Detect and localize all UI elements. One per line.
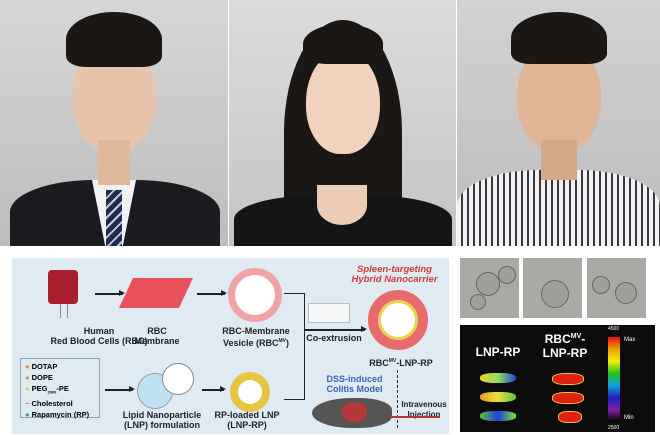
arrow <box>105 386 135 392</box>
legend-dope: ● DOPE <box>25 373 53 382</box>
colon-image <box>552 373 584 385</box>
colon-image <box>480 392 516 402</box>
tem-image-3 <box>587 258 646 318</box>
portrait-1 <box>0 0 228 246</box>
arrow <box>197 290 227 296</box>
rp-lnp-icon <box>230 372 270 412</box>
color-scale-bar <box>608 337 620 422</box>
arrow <box>95 290 125 296</box>
necktie <box>106 190 122 246</box>
label-coextrusion: Co-extrusion <box>306 333 362 343</box>
legend-cholesterol: ~ Cholesterol <box>25 398 73 408</box>
vesicle-icon <box>228 268 282 322</box>
scale-max-value: 4500 <box>608 326 620 332</box>
legend-peg: ● PEG2000-PE <box>25 384 69 395</box>
zoom-circle-icon <box>162 363 194 395</box>
label-rbcmv-lnp-rp: RBCMV-LNP-RP <box>542 332 588 360</box>
label-rbc-membrane: RBC Membrane <box>134 326 180 346</box>
colon-image <box>552 392 584 404</box>
tem-image-2 <box>523 258 582 318</box>
portrait-3 <box>457 0 660 246</box>
fluorescence-panel: LNP-RP RBCMV-LNP-RP 4500 Max Min 2500 <box>460 325 655 432</box>
scale-min-label: Min <box>624 415 634 421</box>
label-product: RBCMV-LNP-RP <box>369 358 433 368</box>
colon-image <box>480 411 516 421</box>
extruder-icon <box>308 303 350 323</box>
legend-dotap: ● DOTAP <box>25 362 58 371</box>
tem-image-1 <box>460 258 519 318</box>
scale-min-value: 2500 <box>608 425 620 431</box>
nanocarrier-diagram: Human Red Blood Cells (RBC) RBC Membrane… <box>12 258 449 434</box>
diagram-title: Spleen-targeting Hybrid Nanocarrier <box>351 264 438 285</box>
legend-rapamycin: ● Rapamycin (RP) <box>25 409 90 419</box>
portrait-2 <box>229 0 456 246</box>
label-lnp-rp: LNP-RP <box>475 345 521 359</box>
legend-box: ● DOTAP ● DOPE ● PEG2000-PE ~ Cholestero… <box>20 358 100 419</box>
hybrid-nanocarrier-icon <box>368 290 428 350</box>
label-lnp-formulation: Lipid Nanoparticle (LNP) formulation <box>122 410 202 430</box>
label-model: DSS-induced Colitis Model <box>326 374 383 394</box>
scale-max-label: Max <box>624 337 636 343</box>
label-rp-lnp: RP-loaded LNP (LNP-RP) <box>214 410 280 430</box>
membrane-icon <box>119 278 193 308</box>
label-injection: Intravenous Injection <box>401 400 447 419</box>
blood-bag-icon <box>48 270 78 304</box>
label-human-rbc: Human Red Blood Cells (RBC) <box>50 326 148 346</box>
colon-image <box>480 373 516 383</box>
colon-image <box>558 411 582 423</box>
arrow <box>305 326 367 332</box>
arrow <box>202 386 226 392</box>
